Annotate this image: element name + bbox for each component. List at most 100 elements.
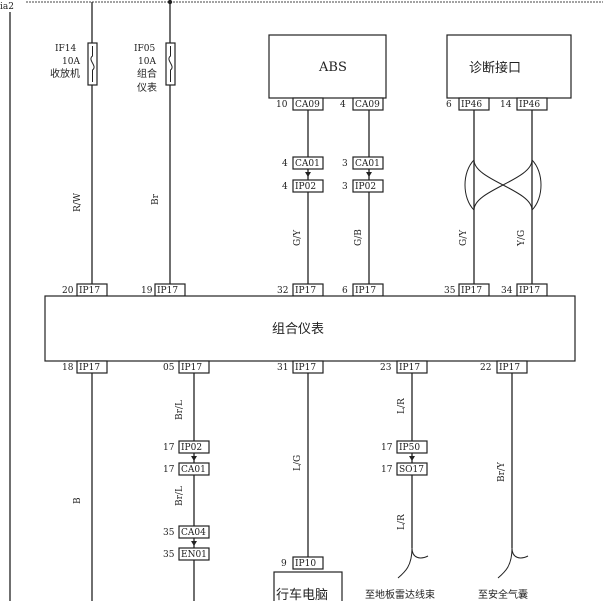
svg-text:9: 9 (281, 559, 287, 569)
wire-color-gy1: G/Y (293, 229, 303, 246)
svg-text:CA09: CA09 (295, 100, 320, 110)
connector-bot-2: IP17 05 (163, 360, 210, 374)
wire-color-yg: Y/G (517, 230, 527, 247)
svg-text:4: 4 (282, 159, 288, 169)
recorder-module-label: 行车电脑 (276, 587, 328, 601)
fuse-if14-icon (87, 42, 98, 86)
svg-text:4: 4 (282, 182, 288, 192)
wire-end-radar-icon (397, 547, 429, 579)
connector-ip02-b: IP02 3 (342, 179, 384, 193)
connector-ca01-b: CA01 3 (342, 156, 384, 170)
diag-module-label: 诊断接口 (469, 60, 521, 76)
wire-color-lr1: L/R (397, 398, 407, 414)
twisted-pair-icon (464, 159, 542, 211)
svg-text:SO17: SO17 (399, 465, 424, 475)
svg-text:35: 35 (163, 528, 175, 538)
connector-top-5: IP17 35 (444, 283, 490, 297)
svg-text:IP17: IP17 (295, 286, 316, 296)
connector-top-6: IP17 34 (501, 283, 548, 297)
svg-text:20: 20 (62, 286, 74, 296)
connector-ip50: IP50 17 (381, 440, 428, 454)
fuse-if05-name2: 仪表 (137, 81, 157, 94)
fuse-if05-id: IF05 (134, 44, 156, 54)
svg-text:3: 3 (342, 159, 348, 169)
connector-bot-1: IP17 18 (62, 360, 108, 374)
svg-text:3: 3 (342, 182, 348, 192)
connector-bot-5: IP17 22 (480, 360, 528, 374)
destination-airbag: 至安全气囊 (478, 588, 528, 601)
fuse-if14-name: 收放机 (50, 67, 80, 80)
connector-abs-right: CA09 4 (340, 97, 384, 111)
cluster-module-label: 组合仪表 (272, 322, 324, 337)
svg-text:IP17: IP17 (79, 286, 100, 296)
svg-text:6: 6 (446, 100, 452, 110)
wire-color-rw: R/W (73, 192, 83, 212)
svg-text:05: 05 (163, 363, 175, 373)
connector-abs-left: CA09 10 (276, 97, 324, 111)
svg-text:CA01: CA01 (355, 159, 380, 169)
svg-text:32: 32 (277, 286, 288, 296)
svg-text:17: 17 (163, 465, 175, 475)
wire-color-gb: G/B (354, 229, 364, 246)
arrow-down-icon (409, 456, 415, 461)
svg-text:10: 10 (276, 100, 288, 110)
bus-junction-dot (167, 0, 173, 5)
svg-text:IP17: IP17 (295, 363, 316, 373)
svg-text:IP17: IP17 (461, 286, 482, 296)
svg-text:IP46: IP46 (461, 100, 482, 110)
connector-diag-left: IP46 6 (446, 97, 490, 111)
destination-radar: 至地板雷达线束 (365, 588, 435, 601)
wire-color-lg: L/G (293, 455, 303, 471)
corner-label: ia2 (0, 2, 14, 12)
connector-bot-4: IP17 23 (380, 360, 428, 374)
connector-ip02-a: IP02 4 (282, 179, 324, 193)
svg-text:23: 23 (380, 363, 392, 373)
recorder-module (273, 571, 343, 601)
svg-text:35: 35 (444, 286, 456, 296)
svg-text:IP17: IP17 (79, 363, 100, 373)
wire-color-brl2: Br/L (175, 486, 185, 506)
fuse-if14-id: IF14 (55, 44, 77, 54)
svg-text:14: 14 (500, 100, 512, 110)
connector-top-2: IP17 19 (141, 283, 186, 297)
connector-bot-3: IP17 31 (277, 360, 324, 374)
abs-module (268, 34, 387, 99)
arrow-down-icon (305, 172, 311, 177)
svg-text:IP17: IP17 (355, 286, 376, 296)
diag-module (446, 34, 572, 99)
arrow-down-icon (191, 541, 197, 546)
svg-text:19: 19 (141, 286, 153, 296)
wire-color-br: Br (151, 193, 161, 205)
svg-text:IP46: IP46 (519, 100, 540, 110)
svg-text:CA04: CA04 (181, 528, 206, 538)
arrow-down-icon (366, 172, 372, 177)
wire-color-bry: Br/Y (497, 461, 507, 482)
svg-text:17: 17 (381, 443, 393, 453)
connector-ca04: CA04 35 (163, 525, 210, 539)
fuse-if05-name1: 组合 (137, 67, 157, 80)
abs-module-label: ABS (318, 60, 347, 75)
svg-text:35: 35 (163, 550, 175, 560)
svg-text:6: 6 (342, 286, 348, 296)
wire-color-gy2: G/Y (459, 229, 469, 246)
arrow-down-icon (191, 456, 197, 461)
svg-text:IP50: IP50 (399, 443, 420, 453)
wire-color-brl1: Br/L (175, 400, 185, 420)
svg-text:CA01: CA01 (295, 159, 320, 169)
svg-text:CA01: CA01 (181, 465, 206, 475)
svg-text:34: 34 (501, 286, 513, 296)
svg-text:IP02: IP02 (355, 182, 376, 192)
svg-text:IP17: IP17 (399, 363, 420, 373)
connector-ip02-c: IP02 17 (163, 440, 210, 454)
connector-top-4: IP17 6 (342, 283, 384, 297)
connector-top-1: IP17 20 (62, 283, 108, 297)
svg-text:4: 4 (340, 100, 346, 110)
fuse-if14-rating: 10A (62, 57, 80, 67)
connector-ca01-c: CA01 17 (163, 462, 210, 476)
svg-text:EN01: EN01 (181, 550, 207, 560)
svg-text:IP17: IP17 (499, 363, 520, 373)
svg-text:IP02: IP02 (295, 182, 316, 192)
connector-ip10: IP10 9 (281, 556, 324, 570)
svg-text:17: 17 (381, 465, 393, 475)
